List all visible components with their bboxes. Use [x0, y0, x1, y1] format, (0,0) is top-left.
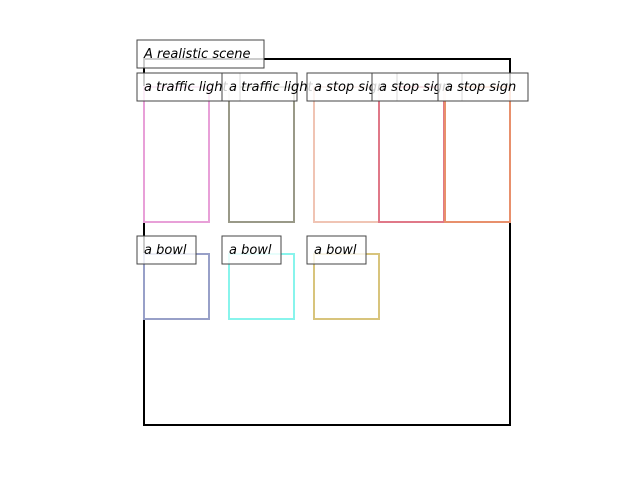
- label-box: [306, 235, 367, 265]
- label-text: a stop sign: [379, 80, 450, 95]
- scene-caption-text: A realistic scene: [143, 47, 250, 62]
- scene-caption-box: [136, 39, 265, 69]
- label-text: a stop sign: [445, 80, 516, 95]
- label-box: [437, 72, 529, 102]
- label-text: a bowl: [144, 243, 187, 258]
- bowl-label-2: a bowl: [221, 235, 282, 265]
- label-box: [221, 72, 298, 102]
- label-text: a stop sign: [314, 80, 385, 95]
- object-labels: a traffic light a traffic light a stop s…: [136, 72, 529, 265]
- traffic-light-box-1: [143, 86, 210, 223]
- label-box: [221, 235, 282, 265]
- label-text: a bowl: [229, 243, 272, 258]
- label-text: a traffic light: [229, 80, 313, 95]
- bowl-label-1: a bowl: [136, 235, 197, 265]
- label-box: [136, 235, 197, 265]
- stop-sign-box-2: [378, 86, 445, 223]
- stop-sign-box-3: [444, 86, 511, 223]
- bowl-label-3: a bowl: [306, 235, 367, 265]
- label-text: a bowl: [314, 243, 357, 258]
- stop-sign-label-3: a stop sign: [437, 72, 529, 102]
- object-boxes: [143, 86, 511, 320]
- scene-caption: A realistic scene: [136, 39, 265, 69]
- traffic-light-box-2: [228, 86, 295, 223]
- label-text: a traffic light: [144, 80, 228, 95]
- traffic-light-label-2: a traffic light: [221, 72, 313, 102]
- stop-sign-box-1: [313, 86, 380, 223]
